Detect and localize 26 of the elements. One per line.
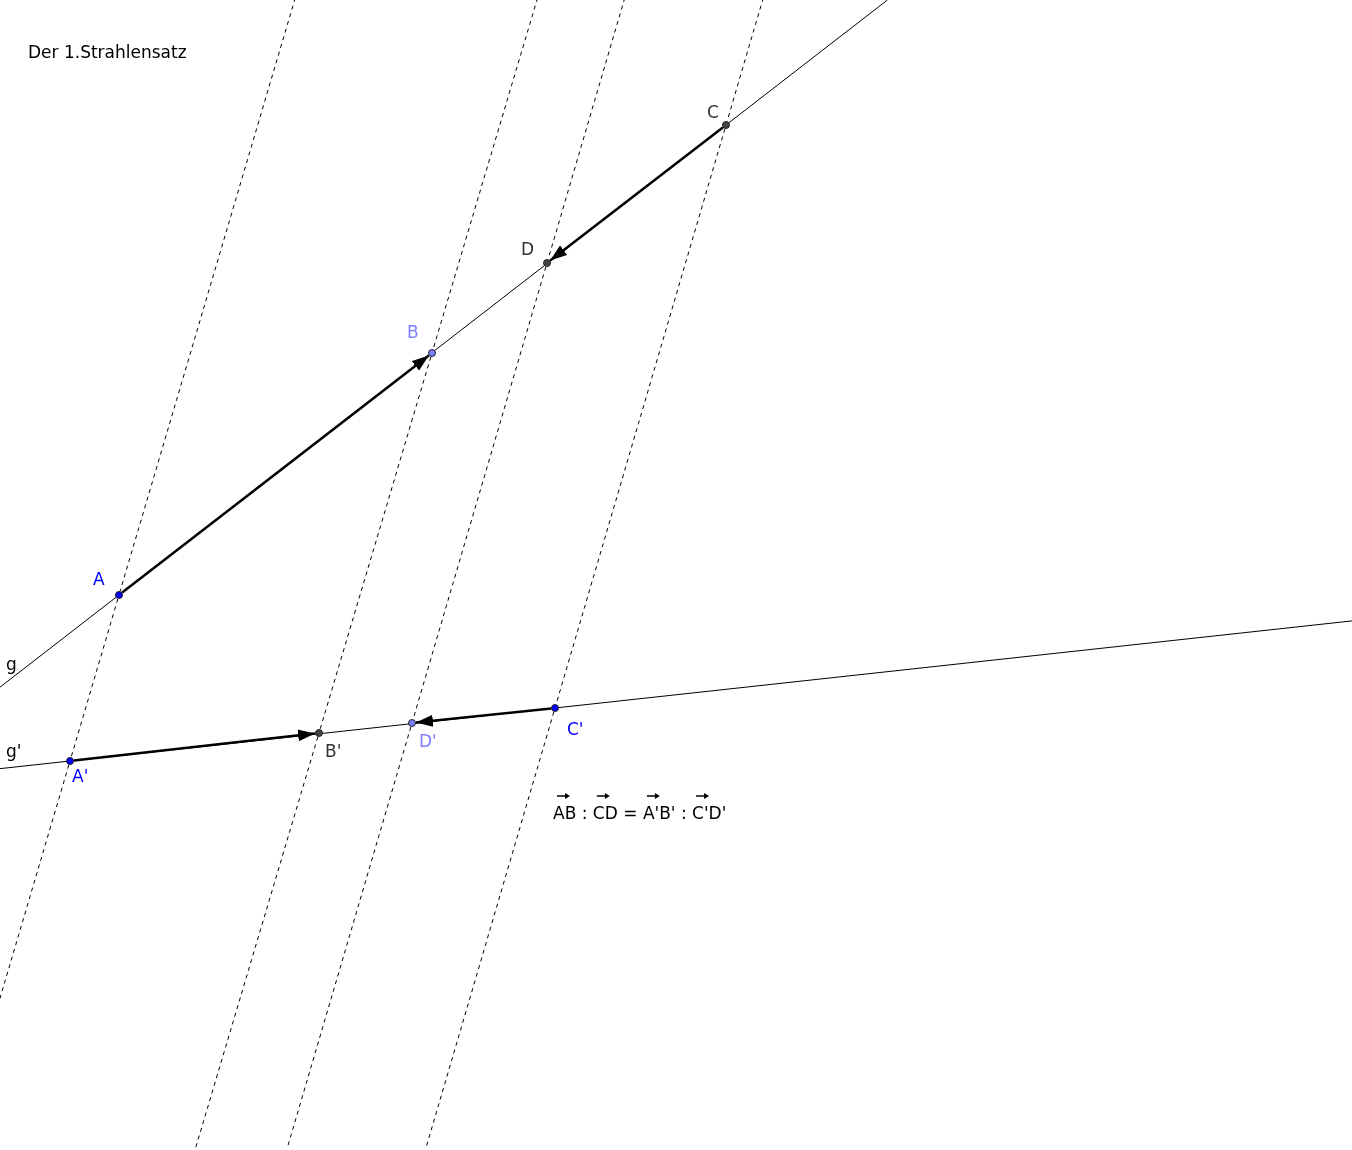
point <box>551 704 559 712</box>
vector-arrow <box>415 707 552 727</box>
dashed-line <box>70 598 119 758</box>
point <box>543 259 551 267</box>
point <box>66 757 74 765</box>
vector-arrow <box>549 126 724 262</box>
point-label: D <box>521 241 535 258</box>
point <box>115 591 123 599</box>
point-label: B' <box>325 743 342 760</box>
point-label: B <box>407 324 419 341</box>
point <box>315 729 323 737</box>
formula: AB : CD = A'B' : C'D' <box>553 805 727 822</box>
dashed-line <box>319 356 432 730</box>
point-label: A' <box>72 768 89 785</box>
point <box>408 719 416 727</box>
line-label: g <box>6 656 17 673</box>
vector-arrow <box>73 729 316 762</box>
title: Der 1.Strahlensatz <box>28 44 187 61</box>
point <box>428 349 436 357</box>
point-label: D' <box>419 733 437 750</box>
point-label: A <box>93 571 105 588</box>
point-label: C' <box>567 721 584 738</box>
point <box>722 121 730 129</box>
line-label: g' <box>6 743 22 760</box>
point-label: C <box>707 104 719 121</box>
vector-arrow <box>121 354 430 594</box>
